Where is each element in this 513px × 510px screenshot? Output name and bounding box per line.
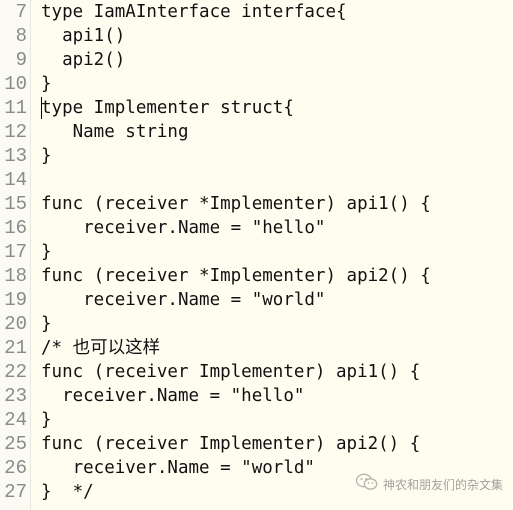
line-number: 25 bbox=[4, 433, 27, 455]
code-text[interactable]: func (receiver Implementer) api1() { bbox=[41, 362, 421, 382]
line-number: 20 bbox=[4, 313, 27, 335]
text-cursor bbox=[41, 97, 42, 119]
line-number: 26 bbox=[4, 457, 27, 479]
code-line: 25 func (receiver Implementer) api2() { bbox=[0, 432, 513, 456]
code-line: 18 func (receiver *Implementer) api2() { bbox=[0, 264, 513, 288]
line-number: 27 bbox=[4, 481, 27, 503]
code-line: 11 type Implementer struct{ bbox=[0, 96, 513, 120]
watermark-text: 神农和朋友们的杂文集 bbox=[382, 478, 503, 492]
code-line: 26 receiver.Name = "world" bbox=[0, 456, 513, 480]
code-line: 10} bbox=[0, 72, 513, 96]
code-line: 15 func (receiver *Implementer) api1() { bbox=[0, 192, 513, 216]
line-number: 17 bbox=[4, 241, 27, 263]
line-number: 14 bbox=[4, 169, 27, 191]
code-line: 7 type IamAInterface interface{ bbox=[0, 0, 513, 24]
code-text[interactable]: } bbox=[41, 314, 52, 334]
code-text[interactable]: /* 也可以这样 bbox=[41, 338, 161, 358]
line-number: 12 bbox=[4, 121, 27, 143]
line-number: 8 bbox=[15, 25, 27, 47]
code-text[interactable]: } bbox=[41, 146, 52, 166]
wechat-icon bbox=[355, 473, 378, 496]
code-line: 16 receiver.Name = "hello" bbox=[0, 216, 513, 240]
line-number: 10 bbox=[4, 73, 27, 95]
code-text[interactable]: } bbox=[41, 242, 52, 262]
code-text[interactable]: api1() bbox=[41, 26, 126, 46]
line-number: 13 bbox=[4, 145, 27, 167]
code-text[interactable]: receiver.Name = "hello" bbox=[41, 218, 326, 238]
code-text[interactable]: type IamAInterface interface{ bbox=[41, 2, 347, 22]
line-number: 16 bbox=[4, 217, 27, 239]
line-number: 19 bbox=[4, 289, 27, 311]
code-line: 8 api1() bbox=[0, 24, 513, 48]
line-number: 7 bbox=[15, 1, 27, 23]
code-line: 22 func (receiver Implementer) api1() { bbox=[0, 360, 513, 384]
code-line: 17} bbox=[0, 240, 513, 264]
code-text[interactable]: api2() bbox=[41, 50, 126, 70]
code-line: 14 bbox=[0, 168, 513, 192]
line-number: 24 bbox=[4, 409, 27, 431]
code-text[interactable]: func (receiver *Implementer) api2() { bbox=[41, 266, 431, 286]
code-line: 20} bbox=[0, 312, 513, 336]
code-text[interactable]: } bbox=[41, 74, 52, 94]
line-number: 11 bbox=[4, 97, 27, 119]
code-text[interactable]: Name string bbox=[41, 122, 189, 142]
line-number: 18 bbox=[4, 265, 27, 287]
code-text[interactable]: func (receiver Implementer) api2() { bbox=[41, 434, 421, 454]
code-line: 13} bbox=[0, 144, 513, 168]
code-text[interactable]: func (receiver *Implementer) api1() { bbox=[41, 194, 431, 214]
code-line: 27 } */ bbox=[0, 480, 513, 504]
line-number: 21 bbox=[4, 337, 27, 359]
watermark: 神农和朋友们的杂文集 bbox=[355, 473, 503, 496]
code-line: 23 receiver.Name = "hello" bbox=[0, 384, 513, 408]
line-number: 22 bbox=[4, 361, 27, 383]
code-text[interactable]: } */ bbox=[41, 482, 94, 502]
line-number: 15 bbox=[4, 193, 27, 215]
line-number: 9 bbox=[15, 49, 27, 71]
code-line: 19 receiver.Name = "world" bbox=[0, 288, 513, 312]
code-line: 9 api2() bbox=[0, 48, 513, 72]
code-text[interactable]: type Implementer struct{ bbox=[41, 98, 294, 118]
code-line: 24} bbox=[0, 408, 513, 432]
code-text[interactable]: receiver.Name = "world" bbox=[41, 290, 326, 310]
line-number: 23 bbox=[4, 385, 27, 407]
code-line: 12 Name string bbox=[0, 120, 513, 144]
code-text[interactable]: receiver.Name = "world" bbox=[41, 458, 315, 478]
line-number-gutter bbox=[0, 0, 31, 510]
code-text[interactable]: } bbox=[41, 410, 52, 430]
code-line: 21 /* 也可以这样 bbox=[0, 336, 513, 360]
code-text[interactable]: receiver.Name = "hello" bbox=[41, 386, 305, 406]
